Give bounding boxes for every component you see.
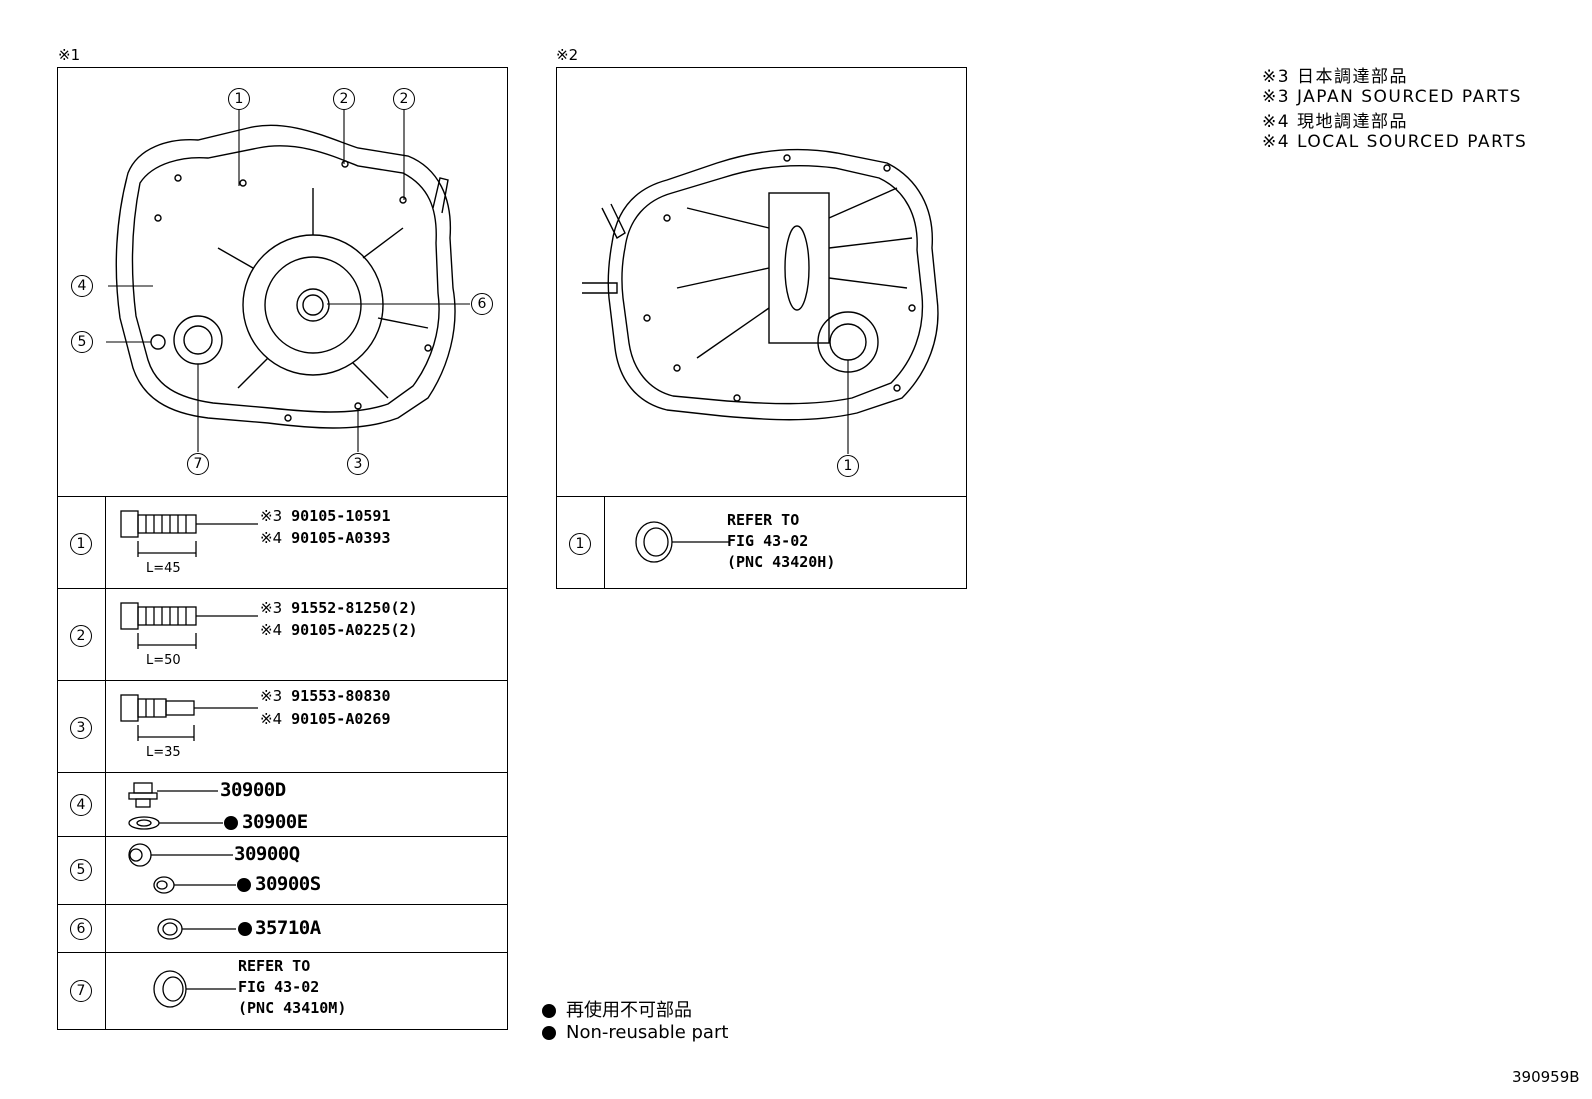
plug-and-ring-icon bbox=[128, 843, 251, 894]
row-callout-3: 3 bbox=[70, 717, 92, 739]
callout-4: 4 bbox=[71, 275, 93, 297]
part-number-local: ※4 90105-A0393 bbox=[260, 529, 391, 547]
transaxle-housing-right-illustration bbox=[582, 148, 939, 454]
row-number-cell bbox=[58, 953, 106, 1029]
note-non-reusable-jp: 再使用不可部品 bbox=[542, 996, 692, 1022]
legend-line-jp-japan: ※3 日本調達部品 bbox=[1262, 67, 1408, 87]
refer-line-1: REFER TO bbox=[727, 511, 800, 529]
row-number-cell bbox=[557, 497, 605, 588]
legend: ※3 日本調達部品 ※3 JAPAN SOURCED PARTS ※4 現地調達… bbox=[1262, 62, 1527, 152]
section-label-2: ※2 bbox=[556, 46, 579, 64]
callout-2b: 2 bbox=[393, 88, 415, 110]
refer-line-1: REFER TO bbox=[238, 957, 311, 975]
part-plug: 30900Q bbox=[234, 843, 300, 865]
left-drawing-panel: 1 2 2 3 4 5 6 7 bbox=[57, 67, 508, 497]
row-callout-4: 4 bbox=[70, 794, 92, 816]
oil-seal-icon bbox=[157, 918, 252, 940]
parts-row-3: 3 L=35 ※3 91553-80830 ※4 90105-A0269 bbox=[57, 680, 508, 773]
callout-7: 7 bbox=[187, 453, 209, 475]
refer-line-3: (PNC 43420H) bbox=[727, 553, 836, 571]
parts-row-2: 2 L=50 ※3 91552-81250(2) ※4 90105-A0225(… bbox=[57, 588, 508, 681]
part-number-local: ※4 90105-A0269 bbox=[260, 710, 391, 728]
bolt-35-icon bbox=[120, 694, 258, 741]
callout-6: 6 bbox=[471, 293, 493, 315]
callout-1: 1 bbox=[228, 88, 250, 110]
parts-row-7: 7 REFER TO FIG 43-02 (PNC 43410M) bbox=[57, 952, 508, 1030]
row-callout-6: 6 bbox=[70, 918, 92, 940]
row-number-cell bbox=[58, 905, 106, 952]
parts-row-5: 5 30900Q 30900S bbox=[57, 836, 508, 905]
part-ring: 30900S bbox=[255, 873, 321, 895]
part-number-japan: ※3 90105-10591 bbox=[260, 507, 391, 525]
legend-line-en-local: ※4 LOCAL SOURCED PARTS bbox=[1262, 132, 1528, 152]
seal-ring-icon bbox=[635, 521, 729, 563]
transaxle-housing-left-illustration bbox=[106, 110, 470, 452]
part-oil-seal: 35710A bbox=[255, 917, 321, 939]
part-gasket: 30900E bbox=[242, 811, 308, 833]
callout-2a: 2 bbox=[333, 88, 355, 110]
row-number-cell bbox=[58, 497, 106, 588]
figure-id: 390959B bbox=[1512, 1068, 1580, 1086]
right-row-callout-1: 1 bbox=[569, 533, 591, 555]
part-plug: 30900D bbox=[220, 779, 286, 801]
row-callout-5: 5 bbox=[70, 859, 92, 881]
row-callout-1: 1 bbox=[70, 533, 92, 555]
parts-row-4: 4 30900D 30900E bbox=[57, 772, 508, 837]
right-parts-row-1: 1 REFER TO FIG 43-02 (PNC 43420H) bbox=[556, 496, 967, 589]
bolt-45-icon bbox=[120, 510, 258, 557]
legend-line-en-japan: ※3 JAPAN SOURCED PARTS bbox=[1262, 87, 1522, 107]
parts-row-1: 1 L=45 ※3 90105-10591 ※4 90105-A0393 bbox=[57, 496, 508, 589]
legend-line-jp-local: ※4 現地調達部品 bbox=[1262, 112, 1408, 132]
note-non-reusable-en: Non-reusable part bbox=[542, 1022, 728, 1043]
right-drawing-panel: 1 bbox=[556, 67, 967, 497]
refer-line-3: (PNC 43410M) bbox=[238, 999, 347, 1017]
non-reusable-bullet-icon bbox=[542, 1026, 556, 1040]
row-number-cell bbox=[58, 681, 106, 772]
refer-line-2: FIG 43-02 bbox=[238, 978, 320, 996]
section-label-1: ※1 bbox=[58, 46, 81, 64]
refer-line-2: FIG 43-02 bbox=[727, 532, 809, 550]
non-reusable-bullet-icon bbox=[542, 1004, 556, 1018]
part-number-japan: ※3 91552-81250(2) bbox=[260, 599, 418, 617]
callout-3: 3 bbox=[347, 453, 369, 475]
bolt-length: L=45 bbox=[146, 561, 181, 576]
row-number-cell bbox=[58, 589, 106, 680]
bolt-length: L=35 bbox=[146, 745, 181, 760]
part-number-local: ※4 90105-A0225(2) bbox=[260, 621, 418, 639]
parts-row-6: 6 35710A bbox=[57, 904, 508, 953]
seal-ring-icon bbox=[153, 970, 236, 1008]
part-number-japan: ※3 91553-80830 bbox=[260, 687, 391, 705]
drain-plug-and-gasket-icon bbox=[128, 782, 238, 830]
callout-5: 5 bbox=[71, 331, 93, 353]
row-callout-7: 7 bbox=[70, 980, 92, 1002]
bolt-length: L=50 bbox=[146, 653, 181, 668]
bolt-50-icon bbox=[120, 602, 258, 649]
row-callout-2: 2 bbox=[70, 625, 92, 647]
row-number-cell bbox=[58, 773, 106, 836]
row-number-cell bbox=[58, 837, 106, 904]
callout-right-1: 1 bbox=[837, 455, 859, 477]
